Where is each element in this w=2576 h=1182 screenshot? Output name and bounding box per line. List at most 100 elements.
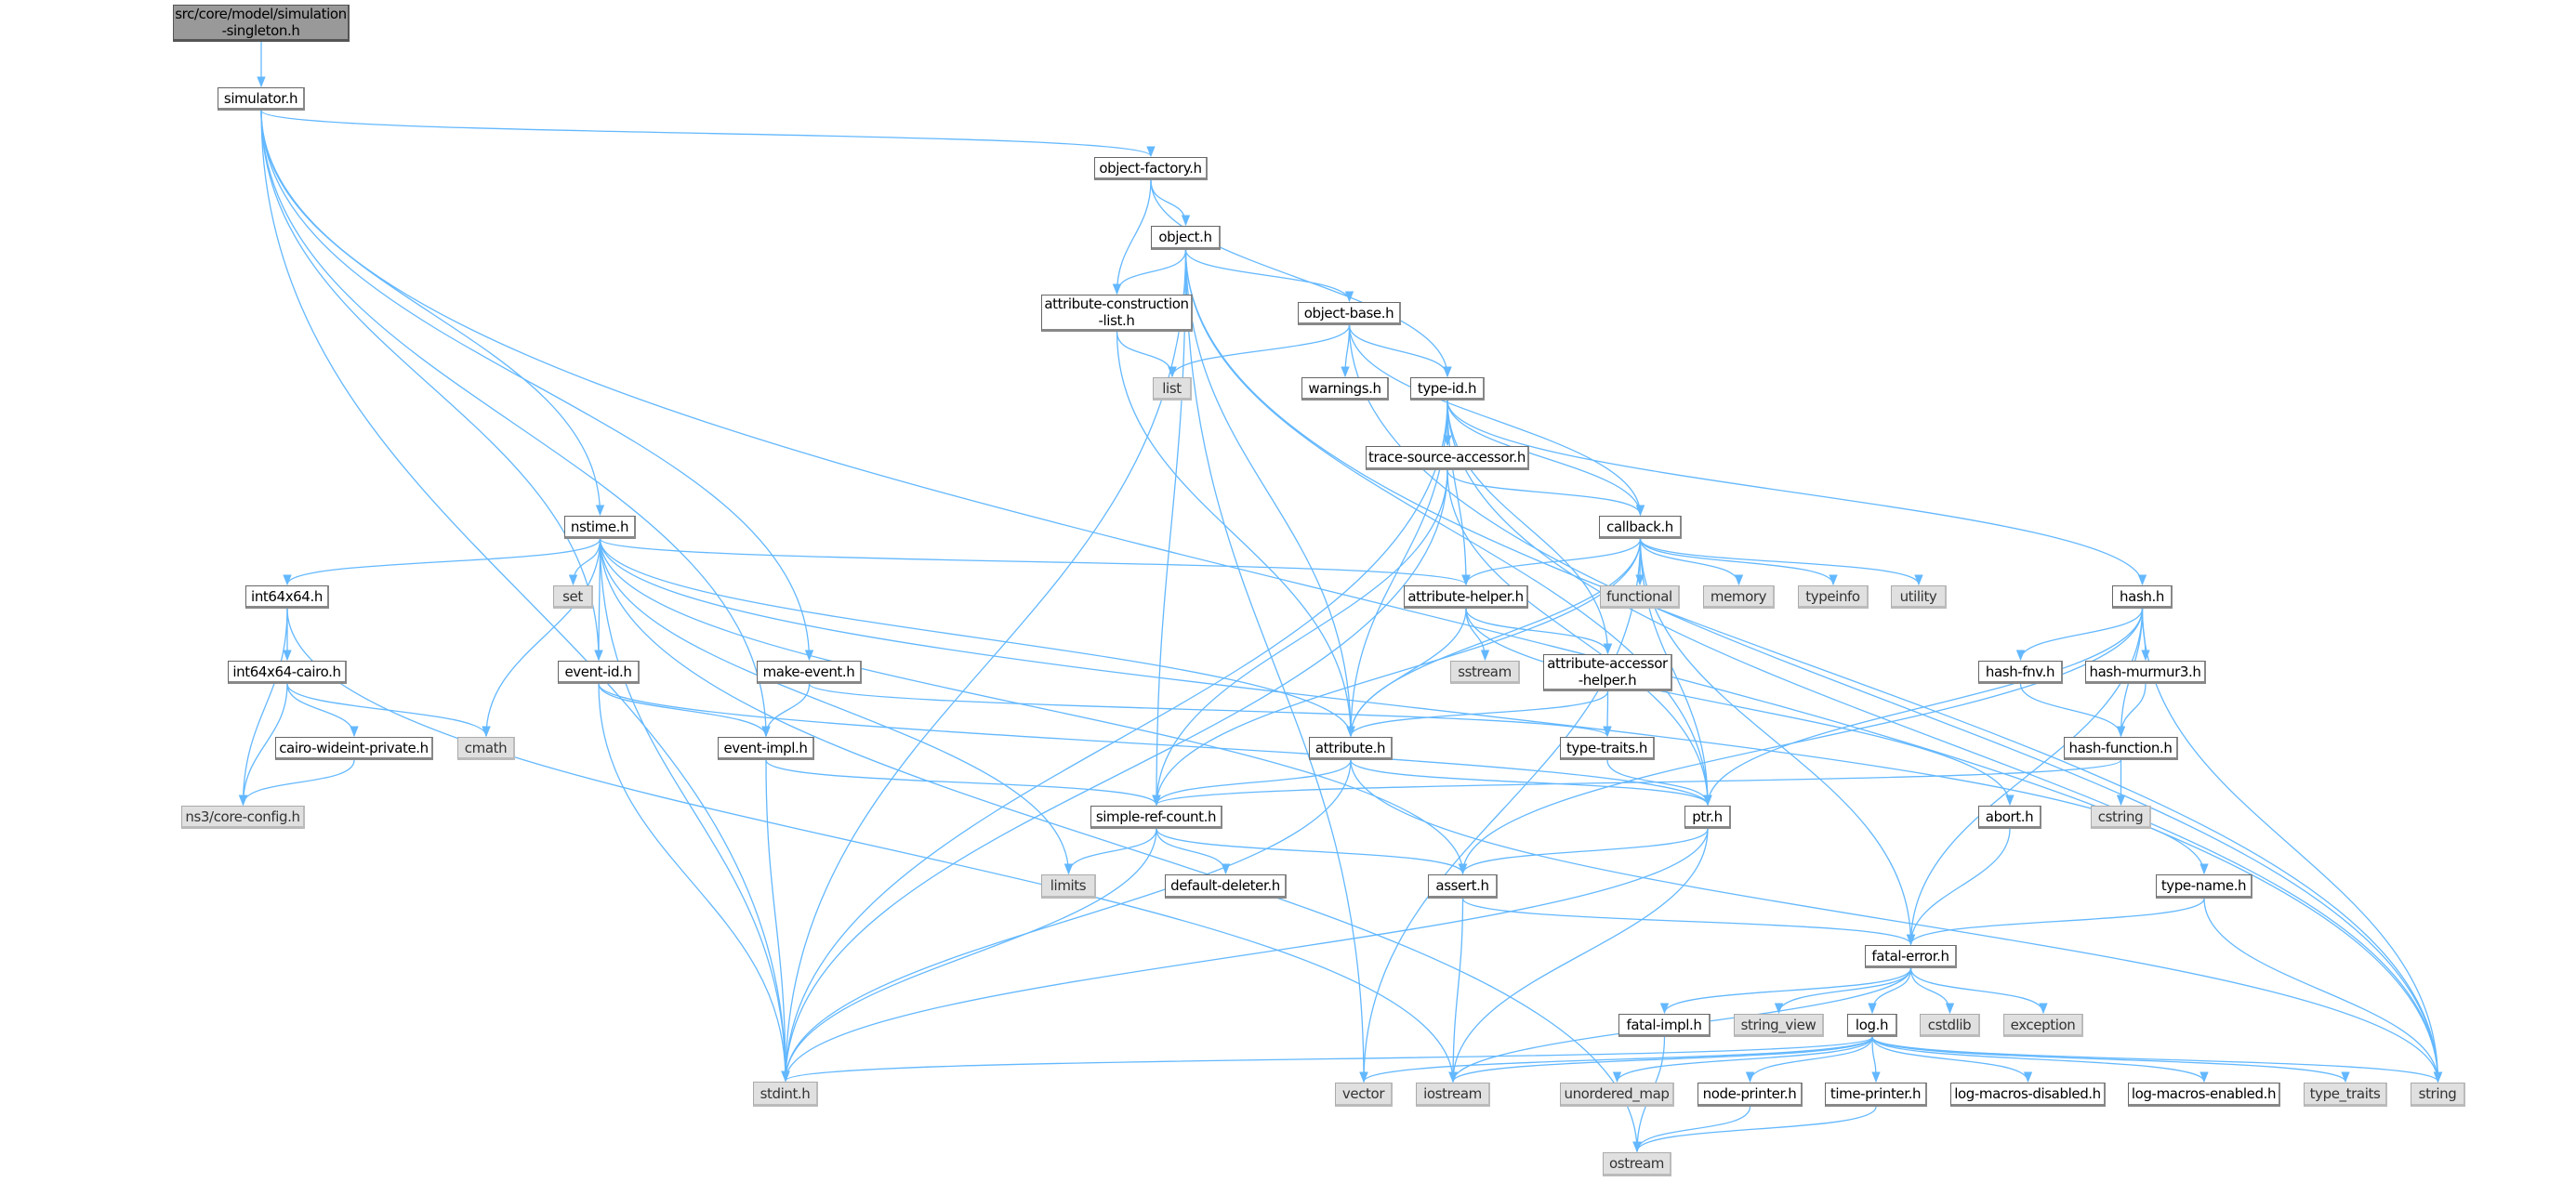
edge-simulator-to-object-factory <box>260 110 1156 158</box>
node-typeinfo[interactable]: typeinfo <box>1798 585 1869 609</box>
node-int64x64[interactable]: int64x64.h <box>245 585 329 609</box>
node-string_view[interactable]: string_view <box>1734 1014 1824 1037</box>
edge-object-factory-to-object <box>1150 179 1191 227</box>
edge-attribute-construction-list-to-list <box>1116 331 1177 378</box>
edge-object-to-attribute <box>1184 249 1355 738</box>
node-time-printer[interactable]: time-printer.h <box>1825 1083 1927 1107</box>
node-attribute-accessor-helper[interactable]: attribute-accessor-helper.h <box>1543 654 1672 691</box>
edge-ptr-to-stdint <box>781 828 1709 1083</box>
node-make-event[interactable]: make-event.h <box>757 661 862 684</box>
edge-simple-ref-count-to-default-deleter <box>1156 828 1231 875</box>
node-callback[interactable]: callback.h <box>1599 516 1682 539</box>
node-label: int64x64.h <box>251 587 323 605</box>
node-type_traits[interactable]: type_traits <box>2304 1083 2387 1107</box>
node-label: cmath <box>464 739 508 756</box>
node-ostream[interactable]: ostream <box>1603 1152 1671 1176</box>
node-attribute[interactable]: attribute.h <box>1309 737 1393 760</box>
node-object[interactable]: object.h <box>1151 226 1221 250</box>
node-object-factory[interactable]: object-factory.h <box>1094 157 1208 180</box>
node-list[interactable]: list <box>1153 377 1192 401</box>
node-ptr[interactable]: ptr.h <box>1684 806 1731 829</box>
node-fatal-error[interactable]: fatal-error.h <box>1865 945 1957 968</box>
node-label: sstream <box>1458 663 1512 680</box>
node-limits[interactable]: limits <box>1041 874 1096 899</box>
node-hash[interactable]: hash.h <box>2112 585 2173 609</box>
node-log[interactable]: log.h <box>1847 1014 1897 1037</box>
node-type-name[interactable]: type-name.h <box>2156 874 2252 899</box>
node-nstime[interactable]: nstime.h <box>564 516 636 539</box>
edge-callback-to-memory <box>1639 538 1744 586</box>
node-abort[interactable]: abort.h <box>1978 806 2041 829</box>
node-event-id[interactable]: event-id.h <box>558 661 640 684</box>
node-stdint[interactable]: stdint.h <box>753 1082 818 1107</box>
node-label: cstring <box>2097 808 2144 825</box>
node-hash-fnv[interactable]: hash-fnv.h <box>1978 661 2063 684</box>
node-unordered_map[interactable]: unordered_map <box>1560 1083 1674 1107</box>
node-root[interactable]: src/core/model/simulation-singleton.h <box>173 5 350 42</box>
node-event-impl[interactable]: event-impl.h <box>718 737 814 760</box>
node-iostream[interactable]: iostream <box>1416 1083 1490 1107</box>
node-label: int64x64-cairo.h <box>232 663 341 680</box>
node-vector[interactable]: vector <box>1335 1083 1393 1107</box>
node-sstream[interactable]: sstream <box>1450 661 1520 684</box>
node-warnings[interactable]: warnings.h <box>1301 377 1389 401</box>
node-label: fatal-error.h <box>1871 947 1949 965</box>
node-label: utility <box>1899 587 1937 605</box>
node-log-macros-enabled[interactable]: log-macros-enabled.h <box>2128 1083 2280 1107</box>
node-core-config[interactable]: ns3/core-config.h <box>181 806 305 829</box>
node-node-printer[interactable]: node-printer.h <box>1698 1083 1803 1107</box>
edge-hash-to-assert <box>1458 608 2144 875</box>
edge-type-id-to-attribute-accessor-helper <box>1447 400 1613 655</box>
edge-object-base-to-type-id <box>1348 324 1452 378</box>
edge-log-to-vector <box>1359 1036 1873 1084</box>
node-set[interactable]: set <box>553 585 593 609</box>
node-exception[interactable]: exception <box>2003 1014 2083 1037</box>
node-cstdlib[interactable]: cstdlib <box>1920 1014 1980 1037</box>
node-int64x64-cairo[interactable]: int64x64-cairo.h <box>228 661 347 684</box>
edge-object-factory-to-attribute-construction-list <box>1112 179 1152 296</box>
node-label: simulator.h <box>223 89 298 107</box>
node-label: hash-fnv.h <box>1985 663 2055 680</box>
node-object-base[interactable]: object-base.h <box>1298 302 1401 325</box>
node-trace-source-accessor[interactable]: trace-source-accessor.h <box>1366 446 1529 470</box>
node-cairo-wideint-private[interactable]: cairo-wideint-private.h <box>275 737 433 760</box>
node-string[interactable]: string <box>2411 1083 2465 1107</box>
edge-node-printer-to-ostream <box>1632 1106 1751 1153</box>
node-label: exception <box>2010 1016 2076 1033</box>
node-label: ostream <box>1609 1155 1664 1172</box>
node-label: type-id.h <box>1417 379 1477 397</box>
edge-ptr-to-assert <box>1458 828 1709 875</box>
node-assert[interactable]: assert.h <box>1428 874 1498 899</box>
edge-fatal-error-to-cstdlib <box>1909 967 1955 1015</box>
node-attribute-construction-list[interactable]: attribute-construction-list.h <box>1041 295 1193 332</box>
edge-attribute-accessor-helper-to-type-traits <box>1603 690 1612 738</box>
node-label: log-macros-enabled.h <box>2131 1085 2277 1102</box>
node-utility[interactable]: utility <box>1891 585 1947 609</box>
edge-simulator-to-event-id <box>260 110 603 662</box>
node-memory[interactable]: memory <box>1703 585 1775 609</box>
node-type-id[interactable]: type-id.h <box>1410 377 1485 401</box>
node-cmath[interactable]: cmath <box>457 737 515 760</box>
node-label: functional <box>1606 587 1672 605</box>
node-hash-murmur3[interactable]: hash-murmur3.h <box>2085 661 2206 684</box>
node-default-deleter[interactable]: default-deleter.h <box>1165 874 1287 899</box>
edge-attribute-construction-list-to-attribute <box>1116 331 1355 738</box>
node-label: type-name.h <box>2160 877 2247 894</box>
edge-callback-to-attribute-helper <box>1461 538 1642 586</box>
node-functional[interactable]: functional <box>1600 585 1680 609</box>
node-attribute-helper[interactable]: attribute-helper.h <box>1404 585 1528 609</box>
node-cstring[interactable]: cstring <box>2091 806 2151 829</box>
node-label: limits <box>1050 877 1087 894</box>
node-simple-ref-count[interactable]: simple-ref-count.h <box>1090 806 1222 829</box>
edge-time-printer-to-ostream <box>1632 1106 1877 1153</box>
node-label: node-printer.h <box>1702 1085 1797 1102</box>
edge-trace-source-accessor-to-stdint <box>781 469 1448 1083</box>
node-label: nstime.h <box>570 518 629 535</box>
node-hash-function[interactable]: hash-function.h <box>2064 737 2178 760</box>
node-simulator[interactable]: simulator.h <box>218 87 305 111</box>
node-fatal-impl[interactable]: fatal-impl.h <box>1618 1014 1711 1037</box>
node-label: default-deleter.h <box>1170 877 1280 894</box>
node-log-macros-disabled[interactable]: log-macros-disabled.h <box>1950 1083 2106 1107</box>
edge-object-to-attribute-construction-list <box>1112 249 1187 296</box>
node-type-traits[interactable]: type-traits.h <box>1560 737 1655 760</box>
